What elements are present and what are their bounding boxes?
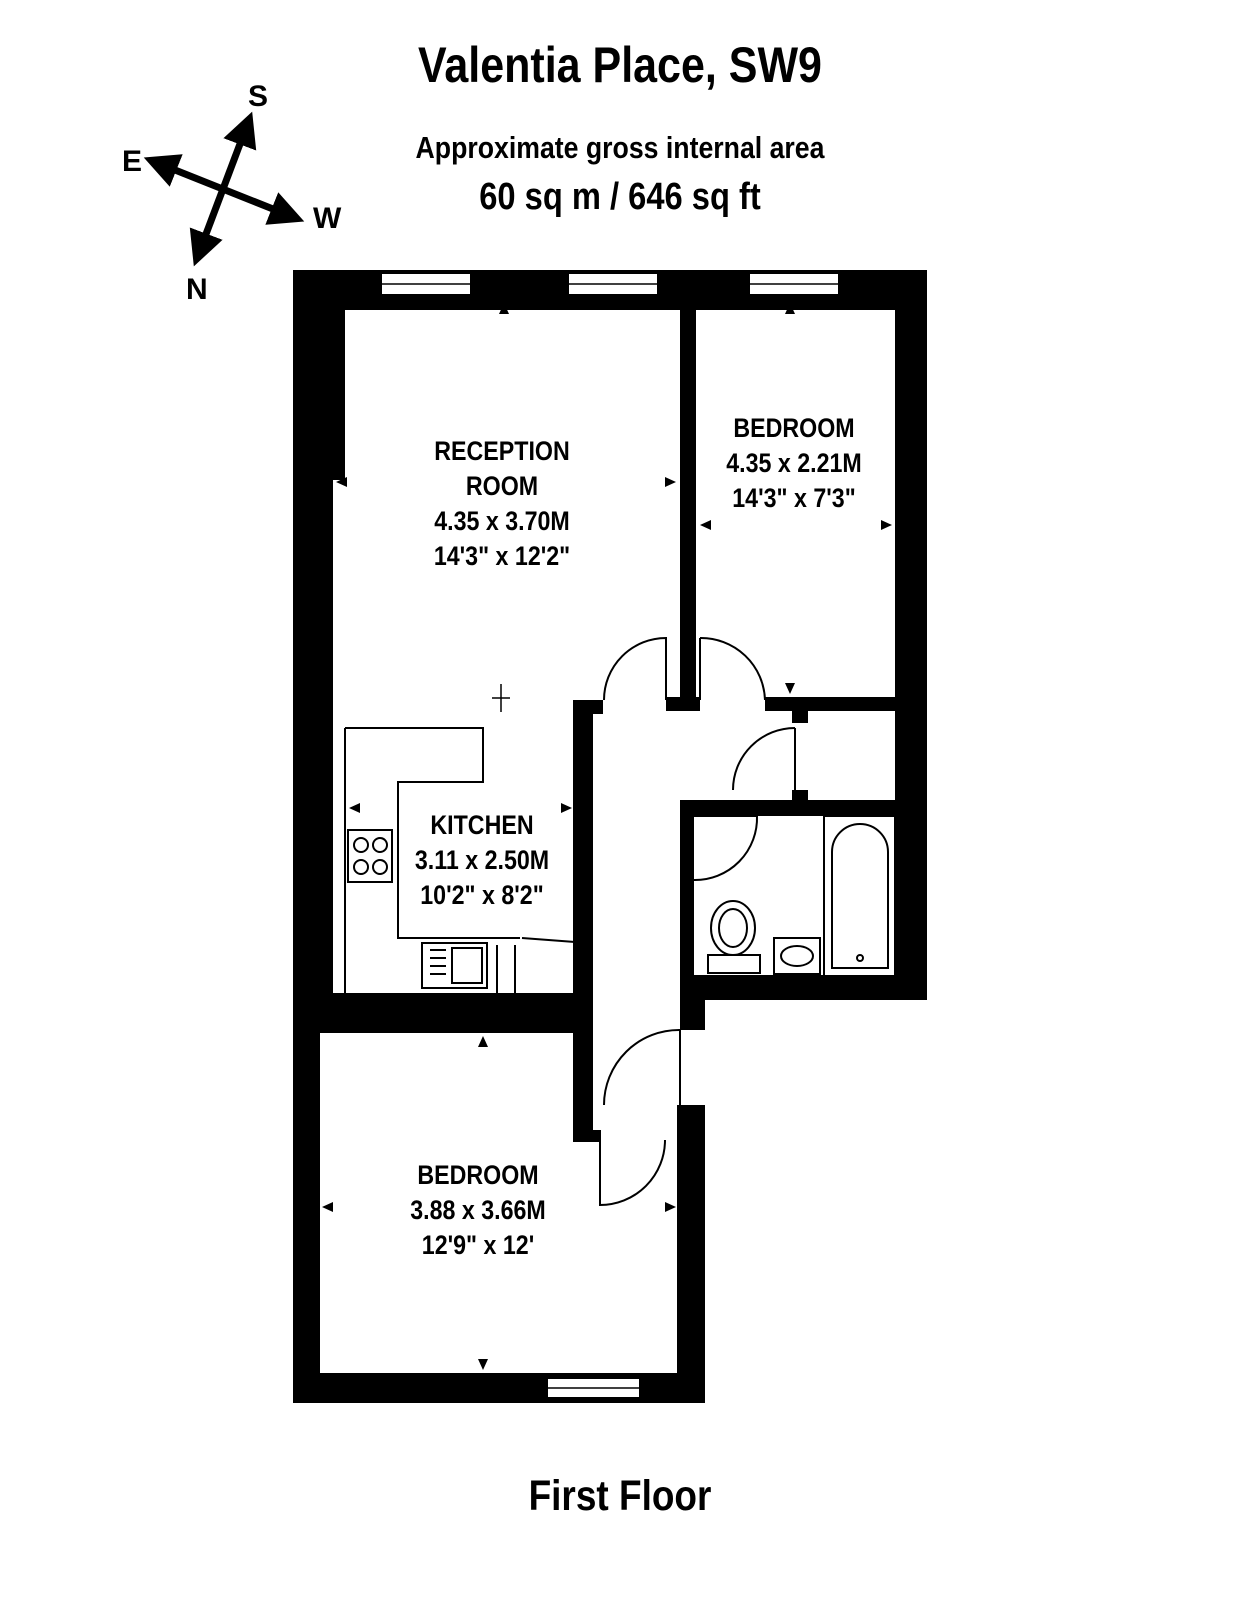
bedroom-top-name: BEDROOM (733, 413, 855, 443)
door-swings (521, 636, 796, 1207)
floor-label: First Floor (528, 1472, 712, 1520)
page-title: Valentia Place, SW9 (418, 37, 822, 93)
kitchen-name: KITCHEN (430, 810, 534, 840)
bedroom-top-label: BEDROOM 4.35 x 2.21M 14'3" x 7'3" (708, 411, 880, 516)
kitchen-label: KITCHEN 3.11 x 2.50M 10'2" x 8'2" (396, 808, 568, 913)
reception-metric: 4.35 x 3.70M (434, 506, 570, 536)
bedroom-bottom-label: BEDROOM 3.88 x 3.66M 12'9" x 12' (392, 1158, 564, 1263)
compass-north-label: N (186, 273, 208, 306)
bedroom-bottom-name: BEDROOM (417, 1160, 539, 1190)
kitchen-imperial: 10'2" x 8'2" (420, 880, 544, 910)
compass-west-label: W (313, 202, 342, 235)
reception-name-line2: ROOM (465, 471, 539, 501)
reception-name-line1: RECEPTION (434, 436, 570, 466)
bedroom-bottom-metric: 3.88 x 3.66M (410, 1195, 546, 1225)
bedroom-bottom-imperial: 12'9" x 12' (421, 1230, 535, 1260)
bedroom-top-metric: 4.35 x 2.21M (726, 448, 862, 478)
compass-east-label: E (122, 145, 143, 178)
compass-icon (143, 111, 305, 267)
area-value: 60 sq m / 646 sq ft (479, 176, 761, 218)
area-caption: Approximate gross internal area (415, 130, 825, 165)
reception-imperial: 14'3" x 12'2" (433, 541, 571, 571)
bedroom-top-imperial: 14'3" x 7'3" (732, 483, 856, 513)
reception-room-label: RECEPTION ROOM 4.35 x 3.70M 14'3" x 12'2… (416, 434, 588, 574)
bath-icon (823, 815, 896, 977)
compass-south-label: S (248, 80, 269, 113)
basin-icon (773, 937, 821, 975)
toilet-icon (707, 900, 761, 974)
sink-icon (421, 942, 516, 995)
dimension-arrows (322, 303, 892, 1370)
kitchen-counter (344, 727, 520, 995)
hob-icon (347, 829, 393, 883)
kitchen-metric: 3.11 x 2.50M (414, 845, 550, 875)
